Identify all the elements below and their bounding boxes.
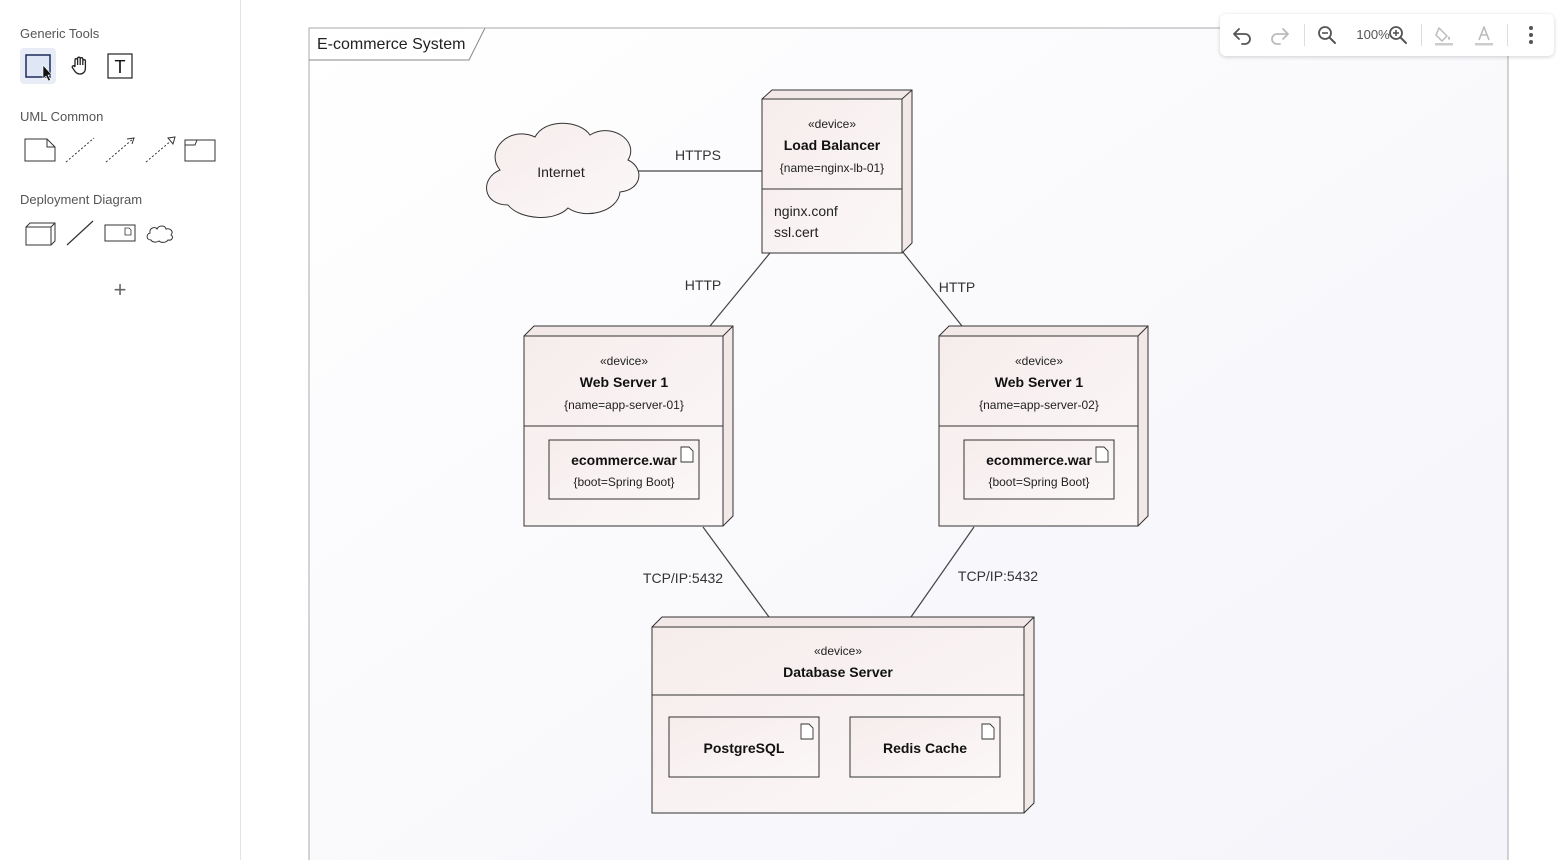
dashed-triangle-arrow-icon	[145, 136, 176, 163]
redo-icon	[1271, 28, 1289, 45]
edge-lb-web2[interactable]	[901, 250, 963, 327]
web2-artifact-name: ecommerce.war	[986, 452, 1092, 468]
edges	[636, 170, 975, 618]
web1-property: {name=app-server-01}	[564, 398, 684, 412]
edge-web2-db[interactable]	[910, 526, 975, 618]
edge-label-https: HTTPS	[675, 147, 721, 163]
floating-toolbar: 100%	[1220, 14, 1554, 56]
undo-icon	[1233, 28, 1251, 45]
note-shape-tool[interactable]	[22, 132, 58, 168]
toolbar-divider	[1507, 24, 1508, 46]
node-web-server-1[interactable]: «device» Web Server 1 {name=app-server-0…	[523, 325, 734, 527]
text-color-icon	[1475, 26, 1493, 46]
web2-stereotype: «device»	[1015, 354, 1063, 368]
toolbar-divider	[1421, 24, 1422, 46]
text-icon: T	[107, 53, 133, 79]
solid-line-icon	[66, 220, 94, 246]
association-arrow-tool[interactable]	[102, 132, 138, 168]
web2-artifact[interactable]: ecommerce.war {boot=Spring Boot}	[963, 439, 1115, 500]
note-icon	[24, 138, 56, 162]
node-cube-icon	[25, 222, 56, 246]
web1-artifact[interactable]: ecommerce.war {boot=Spring Boot}	[548, 439, 700, 500]
diagram-canvas[interactable]: E-commerce System HTTPS HTTP HTTP TCP/IP…	[241, 0, 1568, 860]
frame-shape-tool[interactable]	[182, 132, 218, 168]
pan-tool[interactable]	[62, 48, 98, 84]
edge-label-http-left: HTTP	[685, 277, 722, 293]
svg-text:T: T	[115, 57, 126, 77]
db-artifact-postgresql[interactable]: PostgreSQL	[668, 716, 820, 778]
node-web-server-2[interactable]: «device» Web Server 1 {name=app-server-0…	[938, 325, 1149, 527]
connector-line-tool[interactable]	[62, 215, 98, 251]
dependency-line-tool[interactable]	[62, 132, 98, 168]
edge-lb-web1[interactable]	[709, 252, 771, 327]
fill-color-button[interactable]	[1432, 23, 1456, 47]
artifact-shape-tool[interactable]	[102, 215, 138, 251]
add-palette-button[interactable]: +	[113, 277, 127, 302]
toolbar-divider	[1304, 24, 1305, 46]
edge-web1-db[interactable]	[702, 526, 770, 618]
db-stereotype: «device»	[814, 644, 862, 658]
section-title-generic-tools: Generic Tools	[20, 26, 100, 41]
web1-artifact-property: {boot=Spring Boot}	[573, 475, 674, 489]
zoom-out-icon	[1318, 26, 1336, 44]
more-options-button[interactable]	[1519, 23, 1543, 47]
fill-color-icon	[1435, 27, 1453, 46]
frame-icon	[184, 139, 216, 162]
web2-property: {name=app-server-02}	[979, 398, 1099, 412]
zoom-in-button[interactable]	[1386, 23, 1410, 47]
node-load-balancer[interactable]: «device» Load Balancer {name=nginx-lb-01…	[761, 89, 913, 254]
lb-file-nginx: nginx.conf	[774, 203, 838, 219]
internet-cloud[interactable]: Internet	[486, 122, 640, 218]
edge-label-tcp-left: TCP/IP:5432	[643, 570, 723, 586]
db-name: Database Server	[783, 664, 893, 680]
section-title-deployment-diagram: Deployment Diagram	[20, 192, 143, 207]
undo-button[interactable]	[1230, 23, 1254, 47]
zoom-in-icon	[1389, 26, 1407, 44]
dashed-arrow-icon	[105, 137, 135, 163]
db-artifact-redis-name: Redis Cache	[883, 740, 967, 756]
text-color-button[interactable]	[1472, 23, 1496, 47]
edge-label-tcp-right: TCP/IP:5432	[958, 568, 1038, 584]
lb-file-ssl: ssl.cert	[774, 224, 818, 240]
more-icon	[1529, 26, 1533, 44]
web1-name: Web Server 1	[580, 374, 669, 390]
tool-palette: Generic Tools T UML Common	[0, 0, 241, 860]
web2-name: Web Server 1	[995, 374, 1084, 390]
web1-artifact-name: ecommerce.war	[571, 452, 677, 468]
zoom-out-button[interactable]	[1315, 23, 1339, 47]
generalization-arrow-tool[interactable]	[142, 132, 178, 168]
node-shape-tool[interactable]	[22, 215, 58, 251]
lb-property: {name=nginx-lb-01}	[780, 161, 884, 175]
select-tool[interactable]	[20, 48, 56, 84]
lb-stereotype: «device»	[808, 117, 856, 131]
cloud-icon	[146, 225, 173, 243]
frame-title: E-commerce System	[317, 36, 465, 53]
cloud-label: Internet	[537, 164, 585, 180]
zoom-level[interactable]: 100%	[1356, 27, 1390, 42]
section-title-uml-common: UML Common	[20, 109, 104, 124]
dashed-line-icon	[65, 137, 95, 163]
redo-button[interactable]	[1268, 23, 1292, 47]
artifact-icon	[104, 224, 136, 242]
text-tool[interactable]: T	[102, 48, 138, 84]
db-artifact-postgresql-name: PostgreSQL	[704, 740, 785, 756]
lb-name: Load Balancer	[784, 137, 881, 153]
web2-artifact-property: {boot=Spring Boot}	[988, 475, 1089, 489]
select-tool-icon	[25, 54, 53, 82]
diagram-svg: E-commerce System HTTPS HTTP HTTP TCP/IP…	[308, 27, 1509, 860]
node-database-server[interactable]: «device» Database Server PostgreSQL Redi…	[651, 616, 1035, 814]
cloud-shape-tool[interactable]	[142, 215, 178, 251]
hand-icon	[71, 56, 87, 75]
web1-stereotype: «device»	[600, 354, 648, 368]
db-artifact-redis[interactable]: Redis Cache	[849, 716, 1001, 778]
edge-label-http-right: HTTP	[939, 279, 976, 295]
